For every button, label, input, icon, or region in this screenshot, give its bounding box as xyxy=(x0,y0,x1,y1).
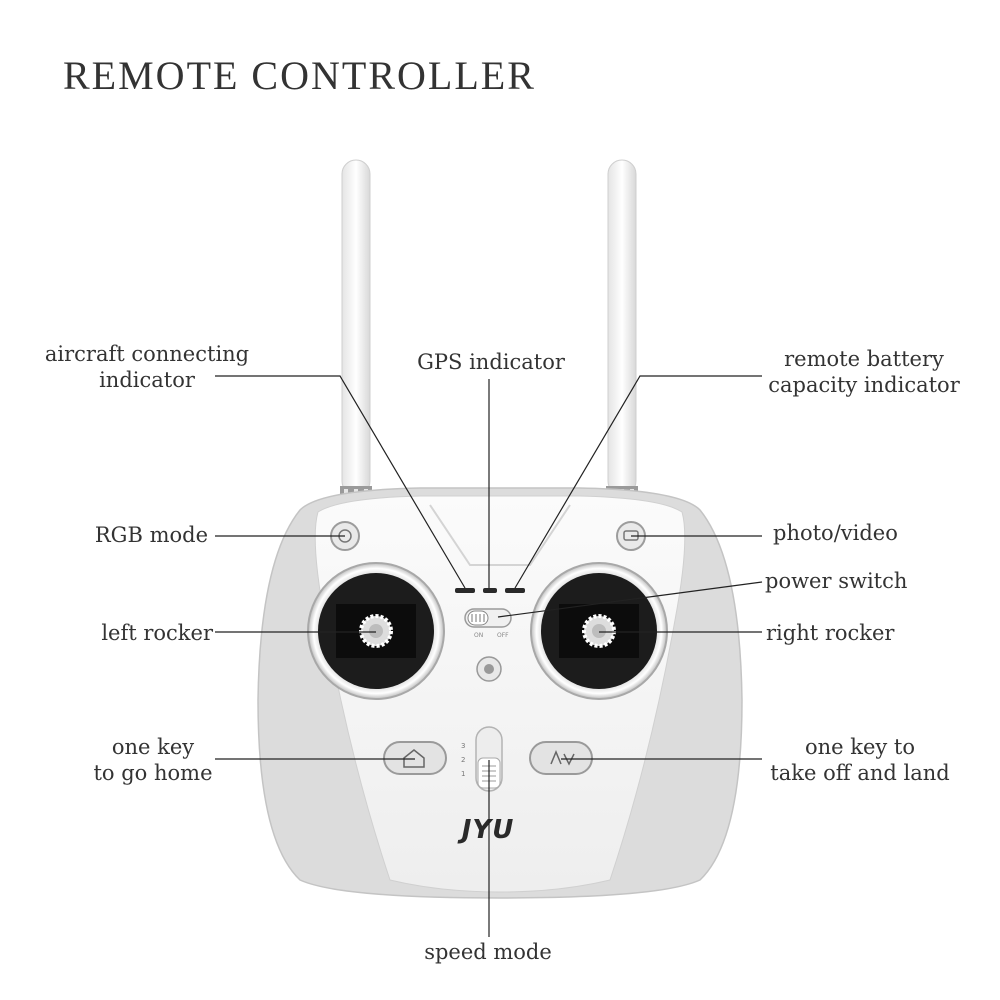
leader-lines xyxy=(215,375,763,937)
right-rocker[interactable] xyxy=(530,562,668,700)
left-antenna xyxy=(340,159,372,504)
switch-off-text: OFF xyxy=(497,632,509,639)
home-icon xyxy=(403,749,425,768)
label-speed-mode: speed mode xyxy=(424,940,552,964)
label-go-home-line2: to go home xyxy=(93,761,213,785)
label-remote-battery-line2: capacity indicator xyxy=(768,373,960,397)
speed-mark-3: 3 xyxy=(461,742,465,750)
label-photo-video: photo/video xyxy=(773,521,898,545)
speed-mark-2: 2 xyxy=(461,756,465,764)
label-take-off-land-line2: take off and land xyxy=(770,761,950,785)
label-take-off-land-line1: one key to xyxy=(804,735,916,759)
label-remote-battery-line1: remote battery xyxy=(784,347,944,371)
left-rocker[interactable] xyxy=(307,562,445,700)
takeoff-land-icon xyxy=(550,750,575,766)
power-switch[interactable]: ON OFF xyxy=(464,608,512,639)
label-take-off-land: one key to take off and land xyxy=(762,734,958,786)
label-aircraft-connecting-line2: indicator xyxy=(99,368,195,392)
label-aircraft-connecting-line1: aircraft connecting xyxy=(44,342,250,366)
label-aircraft-connecting: aircraft connecting indicator xyxy=(40,341,254,393)
switch-on-text: ON xyxy=(474,632,483,639)
speed-mark-1: 1 xyxy=(461,770,465,778)
label-remote-battery: remote battery capacity indicator xyxy=(760,346,968,398)
label-go-home: one key to go home xyxy=(86,734,220,786)
right-antenna xyxy=(606,159,638,504)
leader-aircraft-connecting xyxy=(215,375,466,589)
label-power-switch: power switch xyxy=(765,569,908,593)
center-knob[interactable] xyxy=(476,656,502,682)
label-rgb-mode: RGB mode xyxy=(94,523,208,547)
speed-mode-slider[interactable]: 3 2 1 xyxy=(461,726,503,792)
leader-power-switch xyxy=(497,581,763,618)
indicator-lights xyxy=(455,588,525,593)
brand-logo: JYU xyxy=(457,815,515,845)
go-home-button[interactable] xyxy=(383,741,447,775)
take-off-land-button[interactable] xyxy=(529,741,593,775)
leader-remote-battery xyxy=(514,375,762,589)
label-left-rocker: left rocker xyxy=(101,621,213,645)
label-go-home-line1: one key xyxy=(111,735,195,759)
page-title: REMOTE CONTROLLER xyxy=(63,53,536,98)
label-right-rocker: right rocker xyxy=(766,621,895,645)
label-gps: GPS indicator xyxy=(417,350,565,374)
